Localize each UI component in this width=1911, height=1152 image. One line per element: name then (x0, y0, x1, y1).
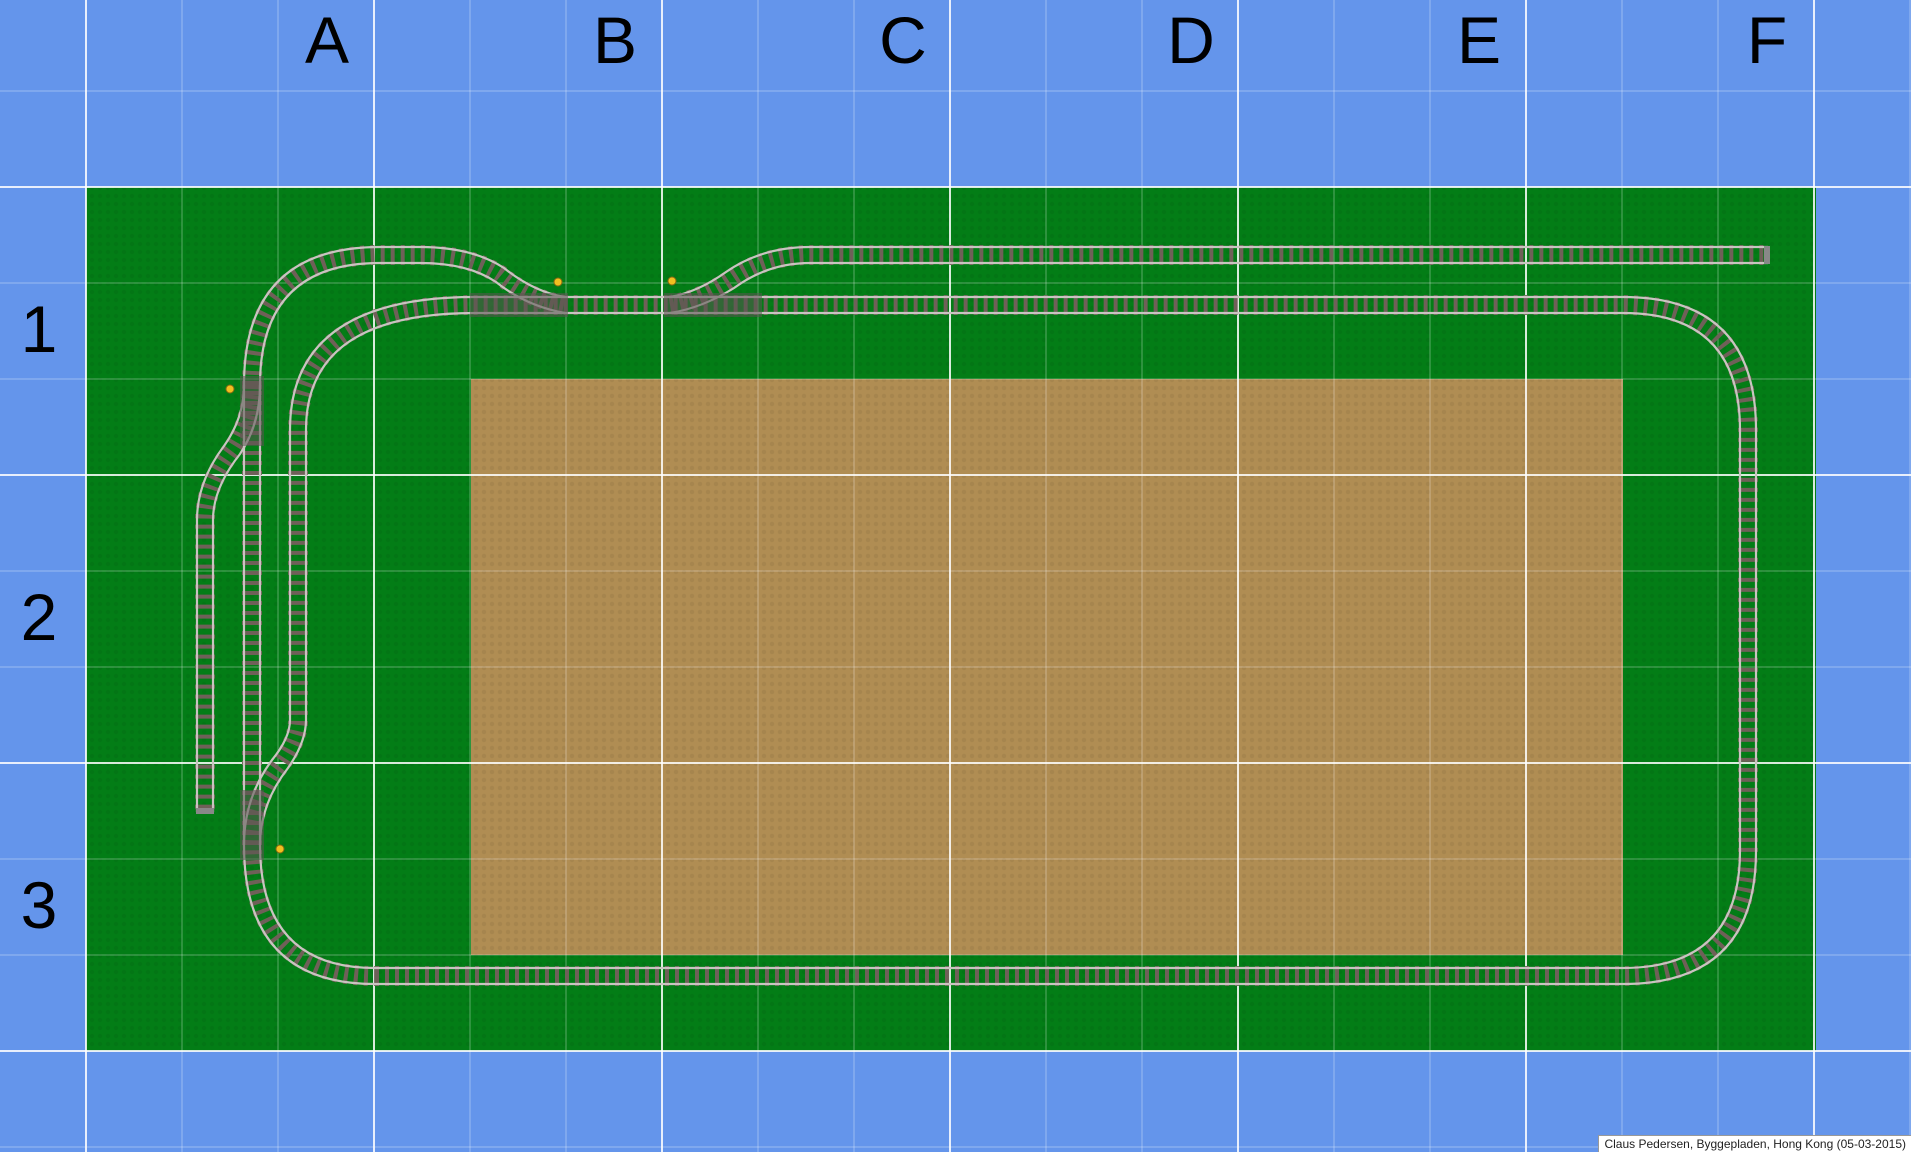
row-label: 2 (21, 580, 58, 654)
row-labels: 1 2 3 (21, 292, 58, 942)
column-labels: A B C D E F (305, 3, 1787, 77)
switch-top-left (470, 293, 568, 317)
credit-caption: Claus Pedersen, Byggepladen, Hong Kong (… (1598, 1135, 1911, 1152)
switch-lever-icon (553, 277, 563, 287)
column-label: C (879, 3, 927, 77)
row-label: 3 (21, 868, 58, 942)
column-label: B (593, 3, 637, 77)
switch-left-lower (240, 790, 264, 860)
inner-siding-rail-a (242, 245, 566, 845)
inner-siding-sleepers (242, 245, 567, 845)
top-siding-rail-a (669, 245, 1768, 299)
row-label: 1 (21, 292, 58, 366)
column-label: F (1747, 3, 1787, 77)
buffer-stop-outer-siding (196, 808, 214, 814)
switch-lever-icon (667, 276, 677, 286)
buffer-stop-top-siding (1764, 246, 1770, 264)
switch-top-right (664, 293, 762, 317)
tracks (195, 245, 1770, 986)
switch-lever-icon (275, 844, 285, 854)
column-label: E (1457, 3, 1501, 77)
switch-left-upper (240, 376, 264, 446)
switch-lever-icon (225, 384, 235, 394)
column-label: A (305, 3, 349, 77)
column-label: D (1167, 3, 1215, 77)
main-loop-sleepers (241, 295, 1758, 986)
